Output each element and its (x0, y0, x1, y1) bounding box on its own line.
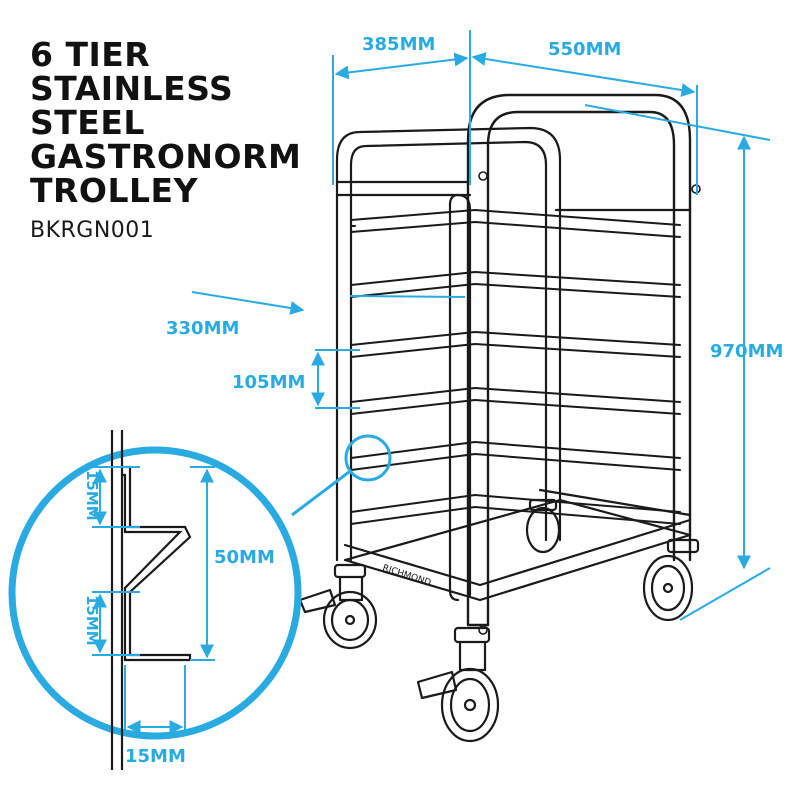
detail-connector (291, 470, 350, 517)
runner-tier-6 (350, 494, 681, 525)
push-handle (448, 193, 472, 602)
caster-back-left (525, 498, 561, 554)
title-line: STAINLESS (30, 69, 234, 108)
dimension-lines (191, 30, 771, 621)
detail-dimension-lines (92, 466, 215, 735)
dim-tier-label: 105MM (232, 372, 305, 393)
dim-depth-line (334, 52, 469, 80)
runner-tier-2 (350, 271, 681, 298)
caster-front-left (298, 563, 378, 650)
detail-gap-bottom-label: 15MM (83, 595, 101, 646)
runner-tier-3 (350, 331, 681, 358)
runner-detail-callout (8, 430, 392, 770)
detail-height-label: 50MM (214, 547, 275, 568)
title-block: 6 TIER STAINLESS STEEL GASTRONORM TROLLE… (30, 35, 330, 244)
runner-tier-5 (350, 441, 681, 471)
trolley-illustration: RICHMOND (298, 93, 701, 743)
detail-magnifier (8, 446, 302, 740)
dim-height-label: 970MM (710, 341, 783, 362)
detail-target-circle (344, 434, 392, 482)
runner-profile (110, 430, 192, 770)
title-line: STEEL (30, 103, 145, 142)
dim-width-label: 550MM (548, 39, 621, 60)
dim-depth-label: 385MM (362, 34, 435, 55)
dim-runner-line (191, 291, 305, 315)
dim-runner-label: 330MM (166, 318, 239, 339)
title-line: 6 TIER (30, 35, 151, 74)
runner-tier-1 (350, 209, 681, 238)
title-line: GASTRONORM (30, 137, 302, 176)
caster-front-right (416, 626, 500, 743)
product-sku: BKRGN001 (30, 218, 155, 243)
back-frame (335, 126, 692, 562)
detail-gap-top-label: 15MM (83, 470, 101, 521)
tier-runners (350, 209, 681, 525)
brand-label: RICHMOND (381, 563, 432, 588)
detail-depth-label: 15MM (125, 746, 186, 767)
dim-width-line (471, 52, 696, 97)
title-line: TROLLEY (30, 171, 198, 210)
caster-back-right (642, 538, 700, 622)
runner-tier-4 (350, 387, 681, 415)
